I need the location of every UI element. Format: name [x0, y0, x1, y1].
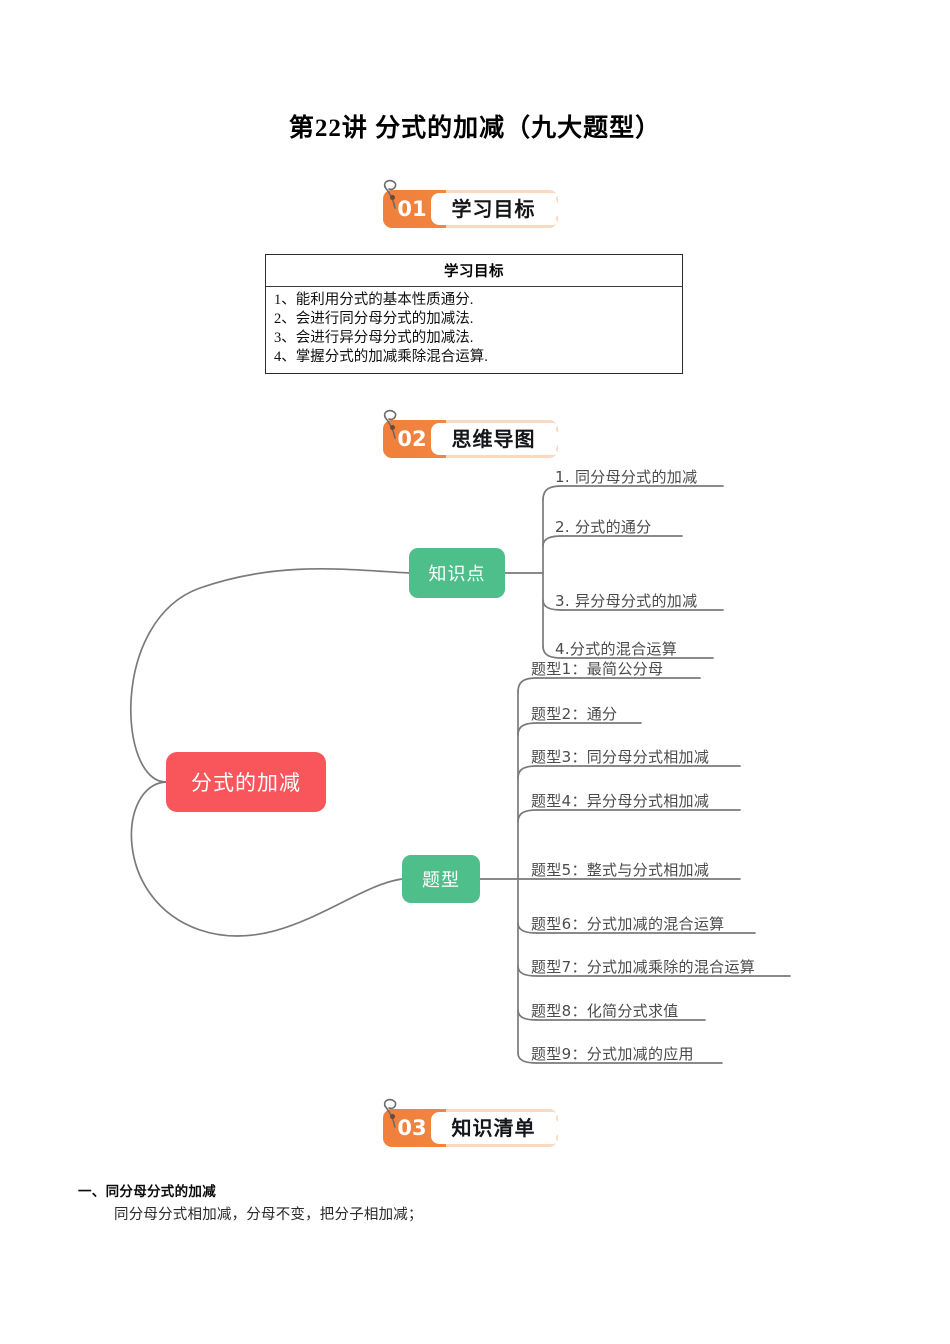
mindmap-leaf[interactable]: 题型9：分式加减的应用: [531, 1045, 694, 1063]
mindmap-leaf[interactable]: 2. 分式的通分: [555, 518, 652, 536]
badge-dot: [390, 195, 395, 200]
objectives-table-body: 1、能利用分式的基本性质通分. 2、会进行同分母分式的加减法. 3、会进行异分母…: [266, 287, 682, 373]
badge-number: 03: [397, 1116, 427, 1140]
mindmap-leaf[interactable]: 题型3：同分母分式相加减: [531, 748, 710, 766]
section-badge-02: 02 思维导图: [373, 409, 573, 458]
mindmap-leaf[interactable]: 题型8：化简分式求值: [531, 1002, 679, 1020]
mindmap-branch-question-types[interactable]: 题型: [402, 855, 480, 903]
mindmap-leaf[interactable]: 题型4：异分母分式相加减: [531, 792, 710, 810]
badge-ticket: [431, 1112, 561, 1144]
badge-label: 学习目标: [451, 197, 536, 221]
knowledge-heading: 一、同分母分式的加减: [78, 1184, 216, 1200]
mindmap-leaf[interactable]: 题型2：通分: [531, 705, 618, 723]
table-row: 2、会进行同分母分式的加减法.: [274, 311, 474, 327]
badge-dot: [390, 425, 395, 430]
knowledge-body: 同分母分式相加减，分母不变，把分子相加减；: [114, 1207, 423, 1223]
mindmap-leaf[interactable]: 题型5：整式与分式相加减: [531, 861, 710, 879]
badge-number: 01: [397, 197, 427, 221]
badge-label: 思维导图: [451, 427, 536, 451]
badge-number: 02: [397, 427, 427, 451]
mindmap-root-node[interactable]: 分式的加减: [166, 752, 326, 812]
knowledge-list-section: 一、同分母分式的加减 同分母分式相加减，分母不变，把分子相加减；: [78, 1180, 878, 1224]
objectives-table: 学习目标 1、能利用分式的基本性质通分. 2、会进行同分母分式的加减法. 3、会…: [265, 254, 683, 374]
mindmap-connectors: [129, 485, 791, 1064]
mindmap-leaf[interactable]: 1. 同分母分式的加减: [555, 468, 698, 486]
page-title: 第22讲 分式的加减（九大题型）: [288, 115, 662, 142]
mindmap-leaf[interactable]: 题型6：分式加减的混合运算: [531, 915, 725, 933]
objectives-table-header: 学习目标: [266, 255, 682, 287]
badge-label: 知识清单: [451, 1116, 536, 1140]
mindmap: 分式的加减 知识点 题型 1. 同分母分式的加减 2. 分式的通分 3. 异分母…: [0, 468, 950, 1090]
table-row: 3、会进行异分母分式的加减法.: [274, 330, 474, 346]
section-badge-01: 01 学习目标: [373, 179, 573, 228]
badge-dot: [390, 1114, 395, 1119]
mindmap-leaf[interactable]: 题型7：分式加减乘除的混合运算: [531, 958, 756, 976]
badge-ticket: [431, 423, 561, 455]
table-row: 1、能利用分式的基本性质通分.: [274, 292, 474, 308]
table-row: 4、掌握分式的加减乘除混合运算.: [274, 349, 488, 365]
mindmap-leaf[interactable]: 3. 异分母分式的加减: [555, 592, 698, 610]
section-badge-03: 03 知识清单: [373, 1098, 573, 1147]
mindmap-leaf[interactable]: 题型1：最简公分母: [531, 660, 664, 678]
mindmap-branch-knowledge[interactable]: 知识点: [409, 548, 505, 598]
badge-ticket: [431, 193, 561, 225]
mindmap-leaf[interactable]: 4.分式的混合运算: [555, 640, 678, 658]
